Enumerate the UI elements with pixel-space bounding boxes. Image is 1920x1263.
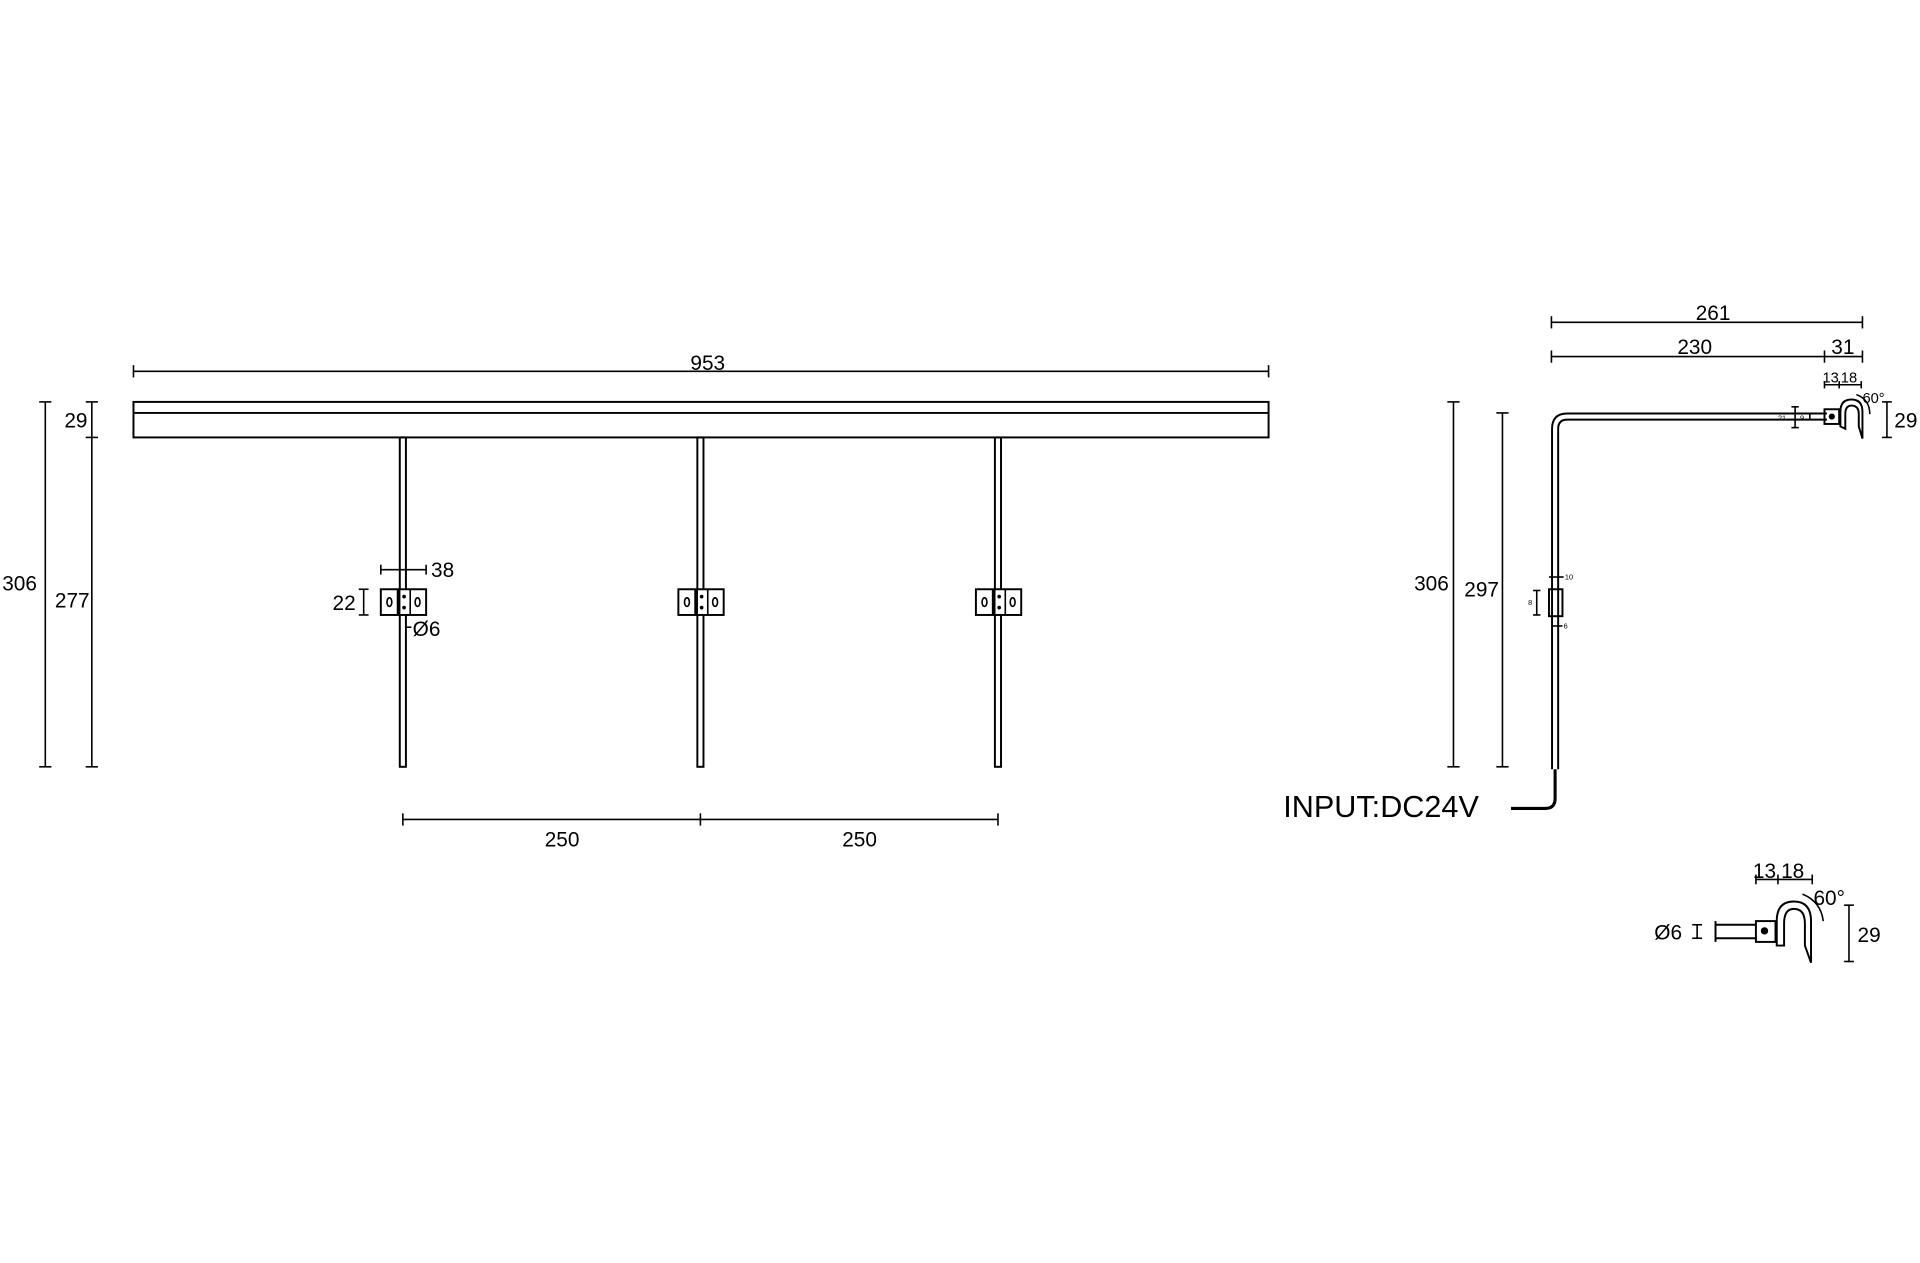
- mounting-bracket: [974, 588, 1023, 616]
- detail-lamp-head: [1775, 900, 1812, 964]
- brackets: [379, 588, 1023, 616]
- dim-spacing-left: 250: [545, 828, 580, 851]
- dim-arm-small-b: 9: [1800, 413, 1804, 422]
- detail-angle: 60°: [1813, 887, 1844, 910]
- power-cable: [1511, 769, 1557, 810]
- dim-arm-height: 297: [1464, 579, 1499, 602]
- dim-bracket-height: 22: [333, 592, 356, 615]
- dim-head-angle: 60°: [1862, 391, 1884, 407]
- detail-height: 29: [1858, 924, 1881, 947]
- dim-hole-diameter: Ø6: [413, 618, 441, 641]
- dim-total-reach: 261: [1696, 302, 1731, 325]
- dim-head-length: 31: [1831, 336, 1854, 359]
- wall-bracket: [1548, 588, 1564, 618]
- dim-head-a: 13: [1822, 370, 1838, 386]
- detail-dim-b: 18: [1781, 860, 1804, 883]
- dim-side-overall-height: 306: [1414, 572, 1449, 595]
- dim-post-height: 277: [55, 590, 90, 613]
- input-label: INPUT:DC24V: [1283, 790, 1479, 824]
- dim-bracket-width: 38: [431, 559, 454, 582]
- dim-head-height: 29: [1894, 410, 1917, 433]
- mounting-bracket: [379, 588, 428, 616]
- arm: [1551, 412, 1827, 770]
- dim-bracket-b: 10: [1565, 572, 1573, 581]
- head-detail: 13 18 60° Ø6 29: [1654, 860, 1881, 964]
- dim-arm-reach: 230: [1677, 336, 1712, 359]
- dim-spacing-right: 250: [842, 828, 877, 851]
- detail-tube-diameter: Ø6: [1654, 921, 1682, 944]
- dim-bar-height: 29: [64, 410, 87, 433]
- dim-bracket-c: 6: [1564, 621, 1568, 630]
- light-bar: [132, 400, 1270, 439]
- dim-overall-height: 306: [2, 572, 37, 595]
- dim-head-b: 18: [1841, 370, 1857, 386]
- detail-dim-a: 13: [1753, 860, 1776, 883]
- mounting-bracket: [677, 588, 725, 616]
- dim-bracket-a: 8: [1528, 598, 1532, 607]
- dim-overall-length: 953: [690, 352, 725, 375]
- side-view: INPUT:DC24V 21 9 261 230 31 13 18 60°: [1283, 302, 1917, 824]
- lamp-head: [1839, 398, 1864, 439]
- front-view: 953 306 29 277 38 22 Ø6 250 250: [2, 352, 1270, 851]
- dim-arm-small-a: 21: [1778, 413, 1786, 422]
